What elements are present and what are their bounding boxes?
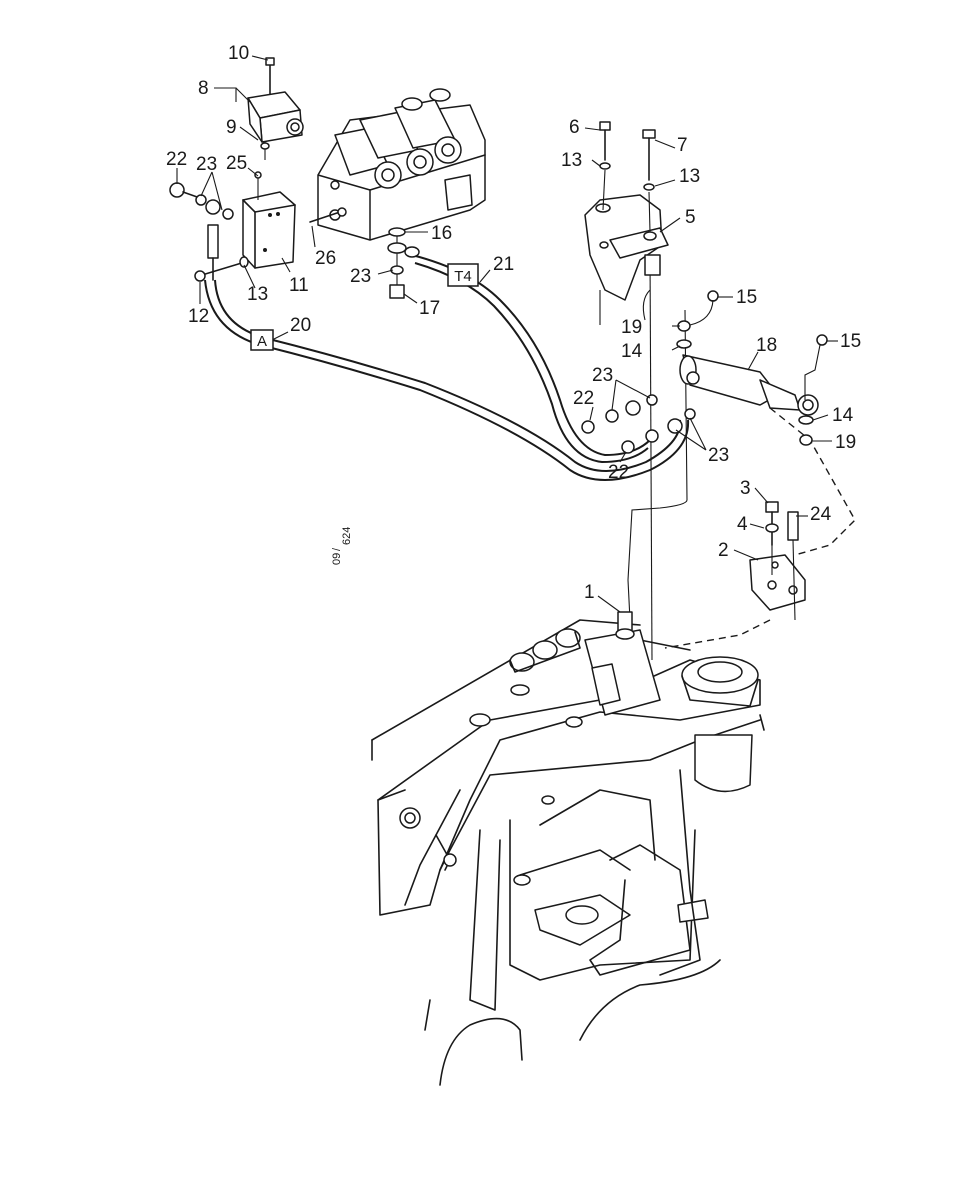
callout-8: 8 bbox=[198, 78, 209, 99]
callout-18: 18 bbox=[756, 335, 777, 356]
callout-7: 7 bbox=[677, 135, 688, 156]
svg-text:09: 09 bbox=[331, 553, 343, 565]
reference-code: 09 / 624 bbox=[331, 527, 353, 565]
callout-13-top-a: 13 bbox=[561, 150, 582, 171]
callout-13-left: 13 bbox=[247, 284, 268, 305]
dashed-leaders bbox=[664, 407, 856, 649]
callout-13-top-b: 13 bbox=[679, 166, 700, 187]
bracket-5 bbox=[584, 121, 669, 325]
callout-20: 20 bbox=[290, 315, 311, 336]
callout-16: 16 bbox=[431, 223, 452, 244]
boxed-label-a: A bbox=[250, 329, 274, 351]
valve-block-assembly bbox=[317, 88, 486, 241]
chassis-frame bbox=[371, 619, 765, 1086]
callout-23-left: 23 bbox=[196, 154, 217, 175]
leader-lines bbox=[176, 55, 838, 613]
svg-text:/: / bbox=[331, 547, 343, 551]
callout-1: 1 bbox=[584, 582, 595, 603]
solenoid-valve-8 bbox=[247, 57, 304, 160]
fittings-22-23-left bbox=[169, 182, 234, 281]
callout-23-mid: 23 bbox=[350, 266, 371, 287]
washer-stack-right bbox=[798, 334, 828, 446]
callout-22-right-a: 22 bbox=[573, 388, 594, 409]
callout-12: 12 bbox=[188, 306, 209, 327]
fittings-22-23-right bbox=[581, 394, 696, 454]
callout-23-right-a: 23 bbox=[592, 365, 613, 386]
boxed-label-t4: T4 bbox=[447, 263, 479, 287]
callout-14-a: 14 bbox=[621, 341, 643, 362]
callout-21: 21 bbox=[493, 254, 514, 275]
callout-6: 6 bbox=[569, 117, 580, 138]
washer-stack-left bbox=[676, 290, 719, 349]
callout-22-left: 22 bbox=[166, 149, 187, 170]
callout-numbers: 1 2 3 4 5 6 7 8 9 10 11 12 13 13 13 14 1… bbox=[166, 43, 861, 603]
callout-15-a: 15 bbox=[736, 287, 757, 308]
callout-2: 2 bbox=[718, 540, 729, 561]
fitting-stack-16-17 bbox=[387, 227, 420, 299]
callout-9: 9 bbox=[226, 117, 237, 138]
svg-text:T4: T4 bbox=[454, 268, 472, 285]
svg-text:624: 624 bbox=[341, 527, 353, 545]
valve-block-11 bbox=[242, 171, 296, 269]
callout-3: 3 bbox=[740, 478, 751, 499]
cylinder-18 bbox=[679, 354, 819, 416]
callout-14-b: 14 bbox=[832, 405, 854, 426]
callout-17: 17 bbox=[419, 298, 440, 319]
callout-23-right-b: 23 bbox=[708, 445, 729, 466]
svg-text:A: A bbox=[257, 333, 267, 350]
callout-19-b: 19 bbox=[835, 432, 856, 453]
callout-5: 5 bbox=[685, 207, 696, 228]
callout-4: 4 bbox=[737, 514, 748, 535]
callout-24: 24 bbox=[810, 504, 832, 525]
callout-11: 11 bbox=[289, 275, 309, 296]
plate-2 bbox=[749, 501, 806, 621]
callout-26: 26 bbox=[315, 248, 336, 269]
return-line bbox=[627, 254, 688, 661]
callout-10: 10 bbox=[228, 43, 249, 64]
bolt-12 bbox=[194, 256, 249, 282]
callout-25: 25 bbox=[226, 153, 247, 174]
bolt-26 bbox=[309, 207, 347, 223]
bolt-1 bbox=[615, 611, 635, 640]
callout-15-b: 15 bbox=[840, 331, 861, 352]
callout-22-right-b: 22 bbox=[608, 462, 629, 483]
callout-19-a: 19 bbox=[621, 317, 642, 338]
